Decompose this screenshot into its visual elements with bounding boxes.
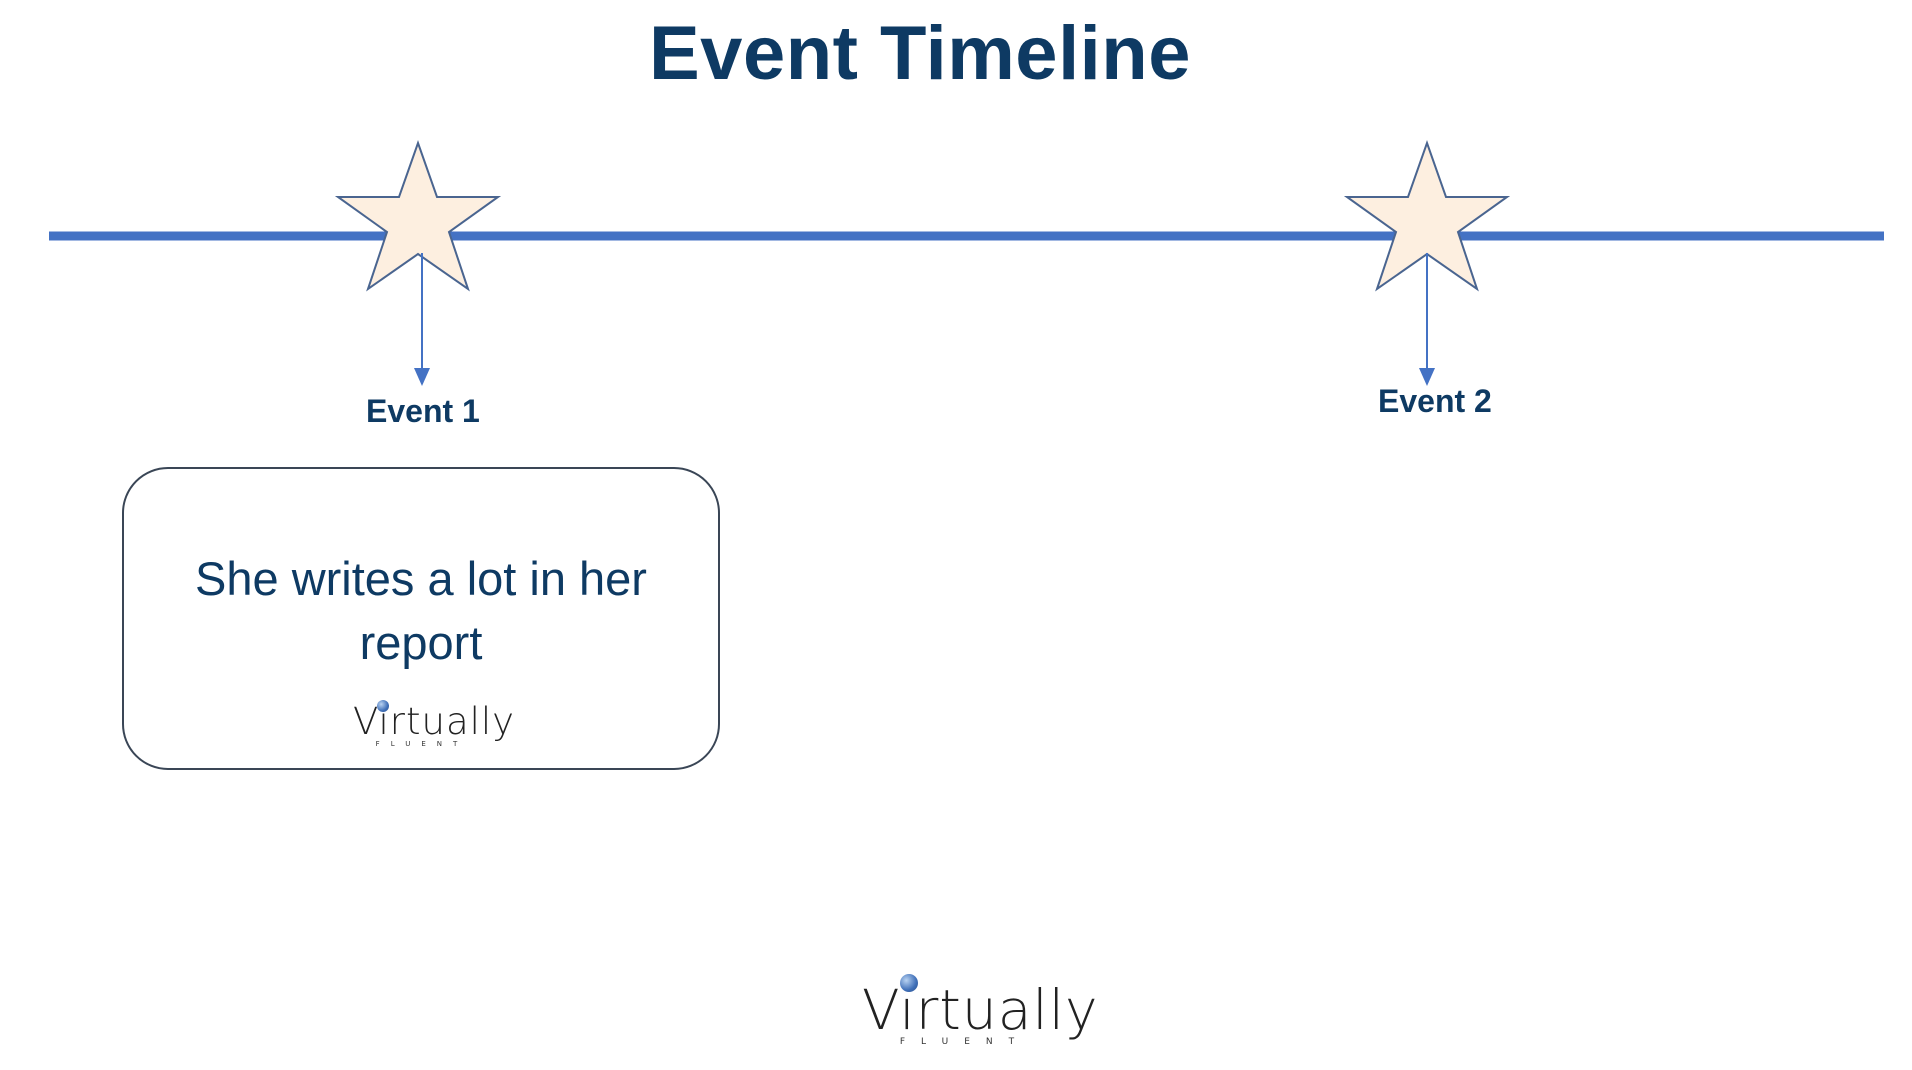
logo-wordmark: Virtually <box>862 978 1099 1042</box>
event-1-star-icon <box>334 139 502 292</box>
logo-tagline: FLUENT <box>899 1037 1031 1047</box>
globe-icon <box>377 700 389 712</box>
event-1-card: She writes a lot in her report <box>122 467 720 770</box>
globe-icon <box>900 974 918 992</box>
logo-wordmark: Virtually <box>353 700 516 743</box>
event-1-description: She writes a lot in her report <box>195 552 647 669</box>
event-2-marker <box>1343 139 1511 386</box>
brand-logo-large: Virtually FLUENT <box>862 974 1099 1047</box>
brand-logo-small: Virtually FLUENT <box>353 700 516 748</box>
event-1-marker <box>334 139 502 386</box>
event-2-label: Event 2 <box>1378 383 1492 419</box>
event-1-label: Event 1 <box>366 393 480 429</box>
page-title: Event Timeline <box>648 11 1191 96</box>
logo-tagline: FLUENT <box>375 740 469 748</box>
